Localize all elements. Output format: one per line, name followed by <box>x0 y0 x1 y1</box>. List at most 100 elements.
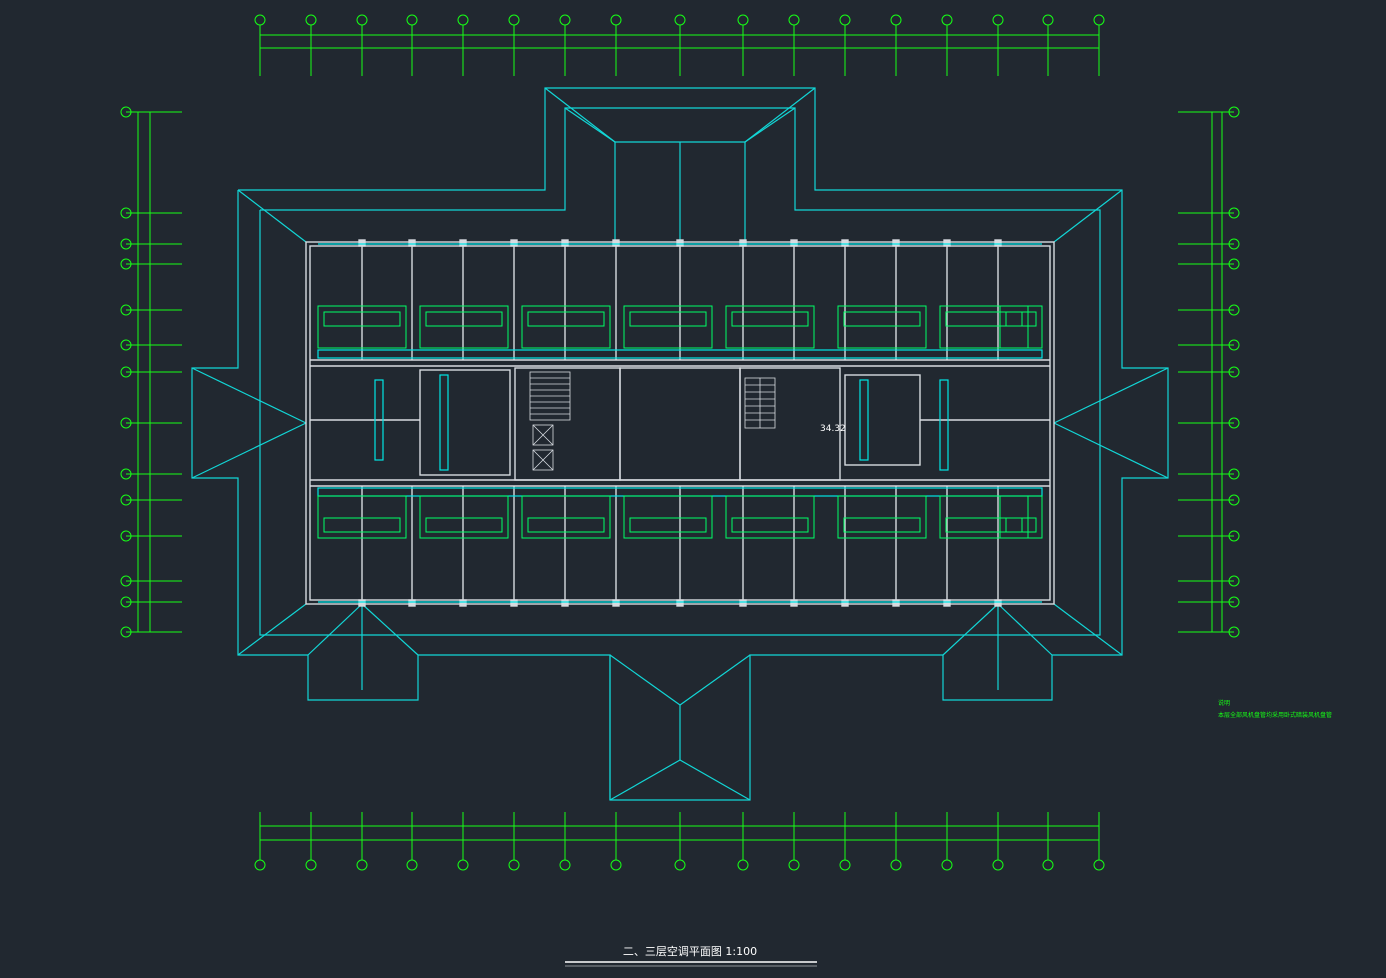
fan-coil-detail <box>323 517 401 533</box>
grid-bubble <box>120 106 132 118</box>
grid-bubble <box>406 14 418 26</box>
grid-bubble <box>610 14 622 26</box>
grid-bubble <box>120 304 132 316</box>
column <box>561 239 569 247</box>
fan-coil-unit-top <box>521 305 611 349</box>
grid-bubble <box>1228 575 1240 587</box>
notes-heading: 说明 <box>1218 699 1230 707</box>
big-room-area-label: 34.32 <box>820 424 846 434</box>
grid-bubble <box>737 14 749 26</box>
riser-duct <box>859 379 869 461</box>
grid-bubble <box>120 238 132 250</box>
fan-coil-detail <box>731 517 809 533</box>
grid-bubble <box>941 859 953 871</box>
grid-bubble <box>120 366 132 378</box>
fan-coil-detail <box>323 311 401 327</box>
grid-bubble <box>890 14 902 26</box>
grid-bubble <box>254 859 266 871</box>
column <box>790 239 798 247</box>
fan-coil-detail <box>629 311 707 327</box>
fan-coil-detail <box>425 517 503 533</box>
grid-bubble <box>356 14 368 26</box>
fan-coil-units <box>317 305 1043 539</box>
grid-bubble <box>839 14 851 26</box>
grid-bubble <box>1228 106 1240 118</box>
grid-bubble <box>1042 859 1054 871</box>
grid-bubble <box>406 859 418 871</box>
fan-coil-unit-bottom <box>999 495 1043 539</box>
riser-duct <box>374 379 384 461</box>
grid-bubble <box>120 417 132 429</box>
grid-bubble <box>120 207 132 219</box>
grid-bubble <box>508 859 520 871</box>
column <box>358 239 366 247</box>
column <box>612 239 620 247</box>
notes-body: 本层全部风机盘管均采用卧式暗装风机盘管 <box>1218 711 1332 719</box>
fan-coil-detail <box>629 517 707 533</box>
column <box>561 599 569 607</box>
fan-coil-unit-bottom <box>623 495 713 539</box>
grid-bubble <box>610 859 622 871</box>
fan-coil-unit-top <box>999 305 1043 349</box>
fan-coil-detail <box>527 311 605 327</box>
grid-bubble <box>1228 304 1240 316</box>
grid-bubble <box>120 339 132 351</box>
fan-coil-detail <box>843 517 921 533</box>
grid-bubble <box>1228 417 1240 429</box>
grid-bubble <box>788 14 800 26</box>
corridor-duct <box>317 349 1043 359</box>
grid-bubble <box>1228 596 1240 608</box>
roof-outline <box>191 87 1169 801</box>
grid-bubble <box>1228 494 1240 506</box>
grid-bubble <box>559 14 571 26</box>
column <box>612 599 620 607</box>
column <box>994 239 1002 247</box>
fan-coil-detail <box>425 311 503 327</box>
grid-bubble <box>305 14 317 26</box>
grid-bubble <box>120 494 132 506</box>
column <box>841 599 849 607</box>
grid-bubble <box>508 14 520 26</box>
riser-duct <box>939 379 949 471</box>
fan-coil-unit-top <box>837 305 927 349</box>
fan-coil-unit-bottom <box>725 495 815 539</box>
column <box>943 239 951 247</box>
grid-bubble <box>941 14 953 26</box>
grid-bubble <box>1228 258 1240 270</box>
column <box>408 239 416 247</box>
grid-bubble <box>1228 238 1240 250</box>
fan-coil-unit-top <box>623 305 713 349</box>
column <box>459 239 467 247</box>
fan-coil-detail <box>527 517 605 533</box>
grid-bubble <box>120 258 132 270</box>
column <box>994 599 1002 607</box>
grid-bubble <box>1042 14 1054 26</box>
column <box>739 239 747 247</box>
grid-bubble <box>305 859 317 871</box>
grid-bubble <box>120 468 132 480</box>
fan-coil-detail <box>945 311 1023 327</box>
grid-bubble <box>254 14 266 26</box>
column <box>459 599 467 607</box>
drawing-title: 二、三层空调平面图 1:100 <box>623 944 757 958</box>
fan-coil-unit-bottom <box>419 495 509 539</box>
grid-bubble <box>1228 339 1240 351</box>
grid-bubble <box>674 14 686 26</box>
grid-bubble <box>992 859 1004 871</box>
fan-coil-unit-top <box>419 305 509 349</box>
grid-bubble <box>890 859 902 871</box>
fan-coil-detail <box>1005 311 1037 327</box>
grid-bubble <box>457 14 469 26</box>
grid-bubble <box>457 859 469 871</box>
column <box>892 239 900 247</box>
grid-bubble <box>1228 366 1240 378</box>
dimension-lines <box>120 14 1240 871</box>
column <box>358 599 366 607</box>
fan-coil-unit-bottom <box>317 495 407 539</box>
fan-coil-unit-bottom <box>837 495 927 539</box>
riser-duct <box>439 374 449 471</box>
grid-bubble <box>737 859 749 871</box>
fan-coil-unit-bottom <box>939 495 1029 539</box>
grid-bubble <box>1228 626 1240 638</box>
